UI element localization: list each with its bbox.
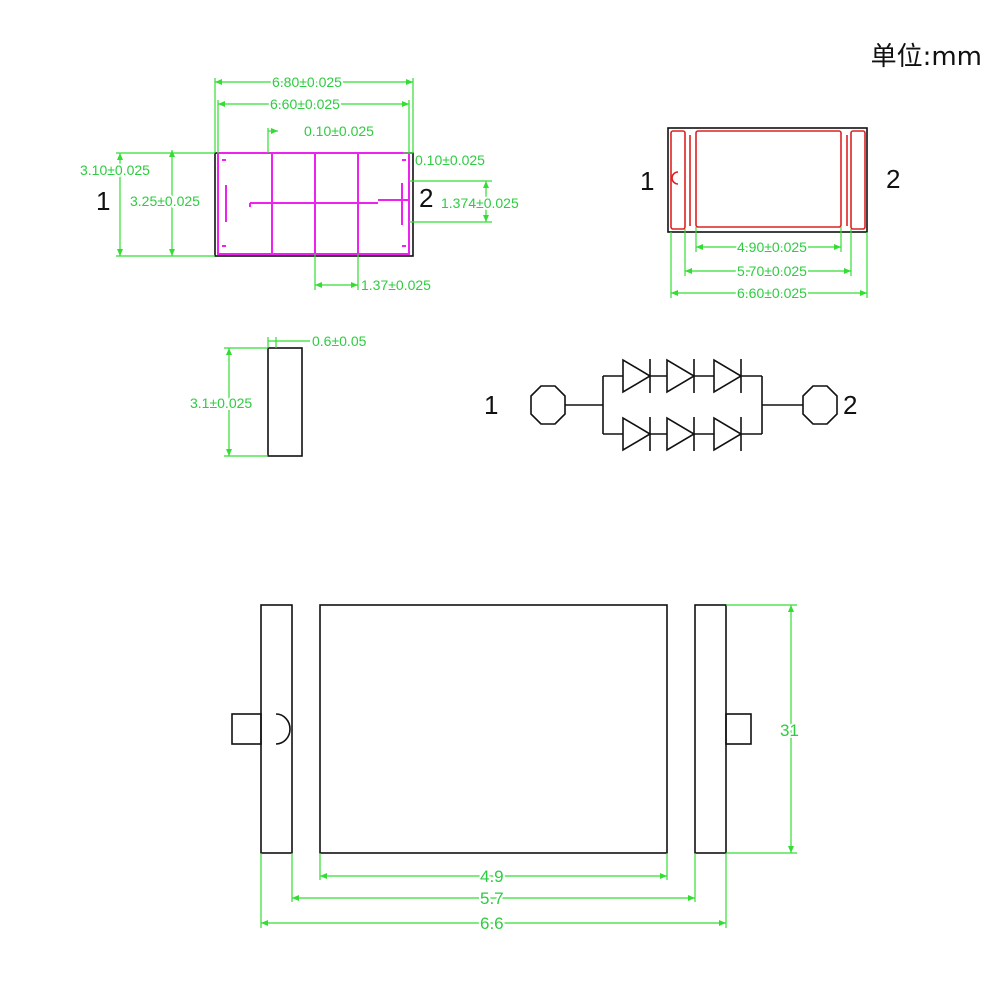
large-view-dimension-lines bbox=[260, 604, 797, 928]
large-dim-middle: 5.7 bbox=[480, 889, 504, 908]
large-dim-inner: 4.9 bbox=[480, 867, 504, 886]
large-view: 4.9 5.7 6.6 31 bbox=[231, 604, 801, 935]
dim-overall-width: 6.80±0.025 bbox=[272, 74, 342, 90]
schematic-pin-2-label: 2 bbox=[843, 390, 857, 420]
large-dim-height: 31 bbox=[780, 721, 799, 740]
bottom-dim-middle: 5.70±0.025 bbox=[737, 263, 807, 279]
top-view-dimension-lines bbox=[116, 78, 492, 290]
dim-height-inner: 3.25±0.025 bbox=[130, 193, 200, 209]
schematic: 1 2 bbox=[484, 358, 857, 452]
side-view-outline bbox=[267, 347, 303, 457]
schematic-terminal-1 bbox=[530, 385, 566, 425]
bottom-view: 1 2 4.90±0.025 5.70±0.025 6.60±0.025 bbox=[640, 127, 900, 303]
dim-offset-right: 0.10±0.025 bbox=[415, 152, 485, 168]
dim-cell-width: 1.37±0.025 bbox=[361, 277, 431, 293]
side-view: 0.6±0.05 3.1±0.025 bbox=[188, 333, 367, 457]
dim-pad-height: 1.374±0.025 bbox=[441, 195, 519, 211]
dim-body-width: 6.60±0.025 bbox=[270, 96, 340, 112]
bottom-view-dimension-lines bbox=[670, 227, 868, 298]
bottom-pin-1-label: 1 bbox=[640, 166, 654, 196]
large-view-outline bbox=[231, 604, 752, 854]
bottom-view-pads bbox=[670, 130, 866, 230]
dim-height-outer: 3.10±0.025 bbox=[80, 162, 150, 178]
large-dim-outer: 6.6 bbox=[480, 914, 504, 933]
side-dim-height: 3.1±0.025 bbox=[190, 395, 252, 411]
bottom-view-outline bbox=[667, 127, 868, 233]
side-dim-thickness: 0.6±0.05 bbox=[312, 333, 367, 349]
diode-array bbox=[622, 358, 762, 452]
bottom-pin-2-label: 2 bbox=[886, 164, 900, 194]
top-pin-2-label: 2 bbox=[419, 183, 433, 213]
top-view-grid bbox=[217, 152, 410, 255]
schematic-terminal-2 bbox=[802, 385, 838, 425]
unit-label: 单位:mm bbox=[870, 42, 982, 72]
bottom-dim-outer: 6.60±0.025 bbox=[737, 285, 807, 301]
bottom-dim-inner: 4.90±0.025 bbox=[737, 239, 807, 255]
schematic-wiring bbox=[565, 375, 803, 435]
schematic-pin-1-label: 1 bbox=[484, 390, 498, 420]
top-pin-1-label: 1 bbox=[96, 186, 110, 216]
dim-offset-top: 0.10±0.025 bbox=[304, 123, 374, 139]
top-view: 1 2 6.80±0.025 6.60±0.025 0.10±0.02 bbox=[78, 72, 521, 293]
side-view-dimension-lines bbox=[224, 337, 310, 457]
